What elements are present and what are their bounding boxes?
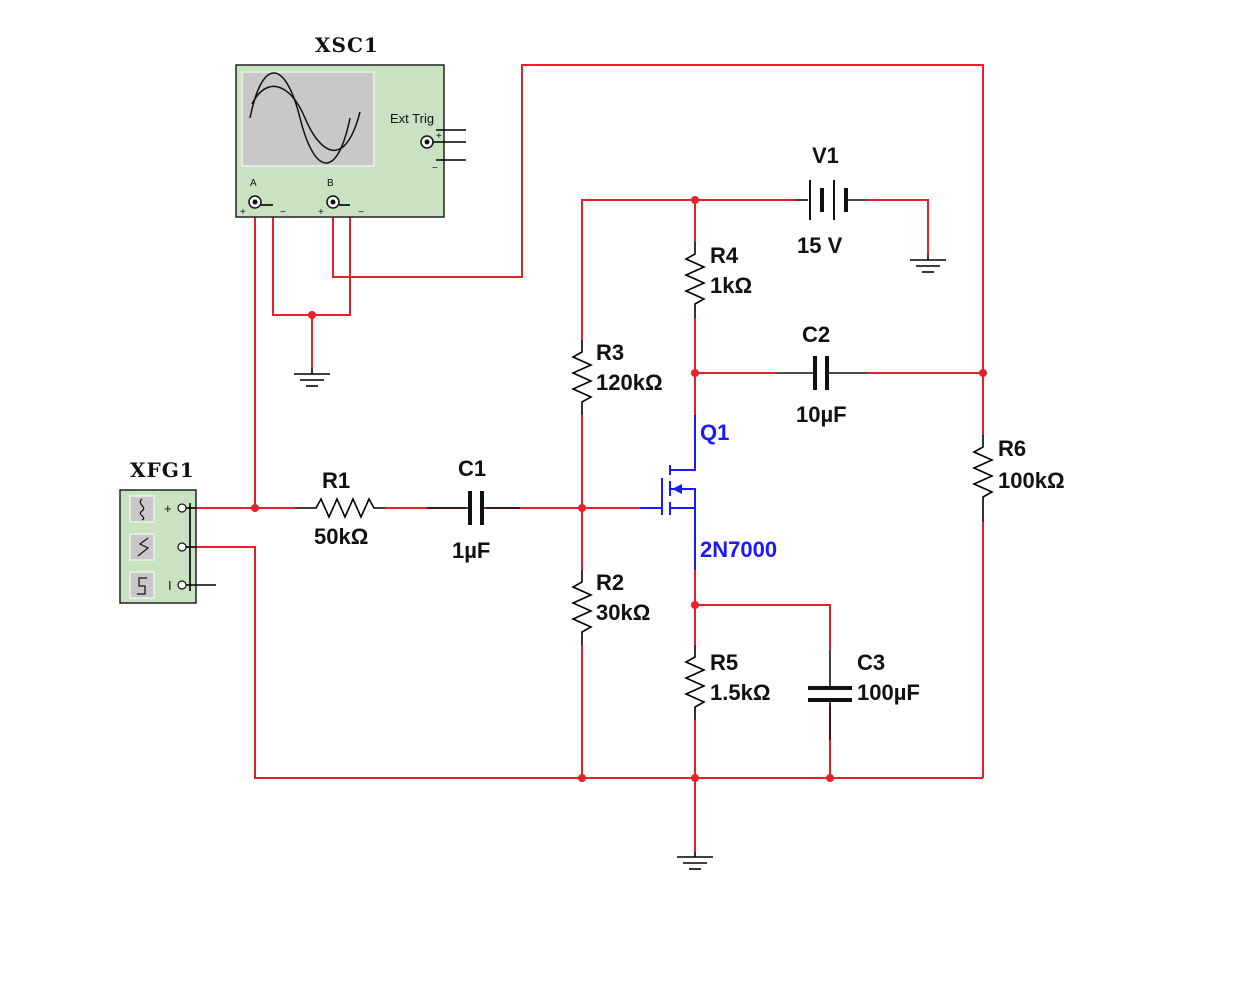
ground-icon xyxy=(910,255,946,273)
c1-ref: C1 xyxy=(458,456,486,481)
c2-ref: C2 xyxy=(802,322,830,347)
r3-ref: R3 xyxy=(596,340,624,365)
channel-a-minus: − xyxy=(280,207,286,218)
oscilloscope-name: XSC1 xyxy=(315,33,379,57)
r1-ref: R1 xyxy=(322,468,350,493)
channel-b-minus: − xyxy=(358,207,364,218)
generator-plus-terminal[interactable] xyxy=(177,503,187,513)
r1-value: 50kΩ xyxy=(314,524,368,549)
v1-ref: V1 xyxy=(812,143,839,168)
ext-trig-minus: − xyxy=(432,163,438,174)
mosfet-arrow-icon xyxy=(672,484,682,494)
r2-ref: R2 xyxy=(596,570,624,595)
scope-screen xyxy=(241,71,375,167)
function-generator-xfg1[interactable]: XFG1 + I xyxy=(119,458,216,604)
r5-ref: R5 xyxy=(710,650,738,675)
ext-trig-plus: + xyxy=(436,131,442,142)
capacitor-c2[interactable]: C2 10µF xyxy=(775,322,868,427)
ground-icon xyxy=(294,368,330,387)
capacitor-c3[interactable]: C3 100µF xyxy=(808,650,920,740)
r4-value: 1kΩ xyxy=(710,273,752,298)
c1-value: 1µF xyxy=(452,538,490,563)
r5-value: 1.5kΩ xyxy=(710,680,770,705)
c3-value: 100µF xyxy=(857,680,920,705)
c3-ref: C3 xyxy=(857,650,885,675)
generator-minus-terminal[interactable] xyxy=(177,580,187,590)
function-generator-name: XFG1 xyxy=(130,458,195,482)
scope-trace-a xyxy=(249,72,351,164)
battery-v1[interactable]: V1 15 V xyxy=(795,143,868,258)
resistor-r3[interactable]: R3 120kΩ xyxy=(571,340,663,415)
generator-minus-label: I xyxy=(168,578,172,593)
sine-wave-icon xyxy=(129,495,155,523)
generator-plus-label: + xyxy=(164,501,172,516)
channel-b-label: B xyxy=(327,178,334,189)
channel-a-plus: + xyxy=(240,207,246,218)
ground-icon xyxy=(677,852,713,870)
resistor-r2[interactable]: R2 30kΩ xyxy=(571,570,650,645)
triangle-wave-icon xyxy=(129,533,155,561)
r6-ref: R6 xyxy=(998,436,1026,461)
r3-value: 120kΩ xyxy=(596,370,663,395)
resistor-r4[interactable]: R4 1kΩ xyxy=(684,242,752,318)
r4-ref: R4 xyxy=(710,243,739,268)
junction-nodes xyxy=(251,196,987,782)
channel-b-plus: + xyxy=(318,207,324,218)
capacitor-c1[interactable]: C1 1µF xyxy=(427,456,520,563)
oscilloscope-xsc1[interactable]: XSC1 Ext Trig + − A B + − + − xyxy=(235,33,466,218)
q1-value: 2N7000 xyxy=(700,537,777,562)
wires xyxy=(190,64,984,852)
generator-com-terminal[interactable] xyxy=(177,542,187,552)
v1-value: 15 V xyxy=(797,233,843,258)
q1-ref: Q1 xyxy=(700,420,729,445)
channel-a-label: A xyxy=(250,178,257,189)
mosfet-q1[interactable]: Q1 2N7000 xyxy=(640,373,777,570)
resistor-r5[interactable]: R5 1.5kΩ xyxy=(684,645,770,720)
ext-trig-label: Ext Trig xyxy=(390,111,434,126)
scope-trace-b xyxy=(251,85,361,151)
resistor-r1[interactable]: R1 50kΩ xyxy=(295,468,385,549)
c2-value: 10µF xyxy=(796,402,847,427)
resistor-r6[interactable]: R6 100kΩ xyxy=(972,435,1065,522)
r6-value: 100kΩ xyxy=(998,468,1065,493)
r2-value: 30kΩ xyxy=(596,600,650,625)
